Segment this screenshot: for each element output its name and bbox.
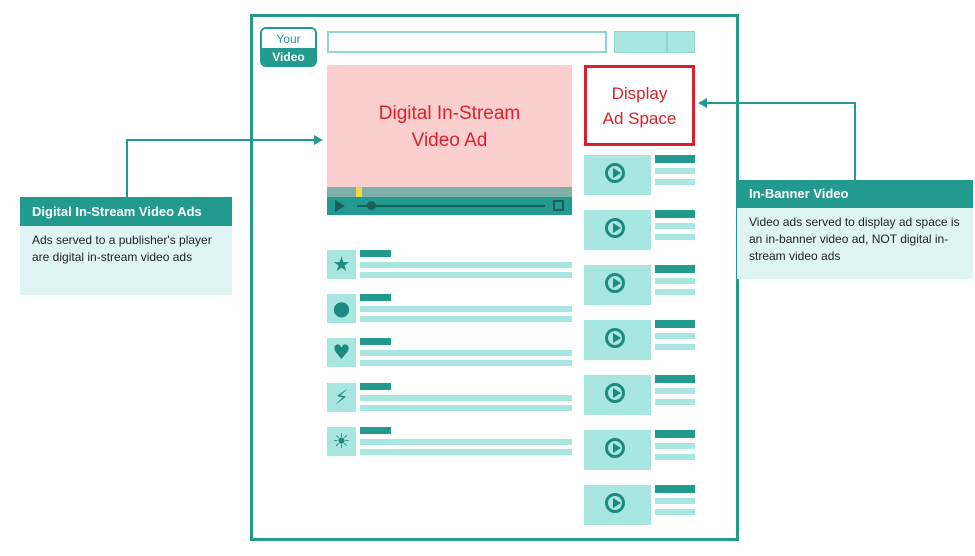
play-circle-icon bbox=[605, 328, 625, 348]
list-title-bar bbox=[360, 338, 391, 345]
thumb-text-bar bbox=[655, 399, 695, 405]
play-circle-icon bbox=[605, 163, 625, 183]
left-callout-body: Ads served to a publisher's player are d… bbox=[20, 226, 232, 295]
left-connector-vertical bbox=[126, 140, 128, 197]
list-text-bar bbox=[360, 360, 572, 366]
video-thumbnail[interactable] bbox=[584, 485, 651, 525]
list-text-bar bbox=[360, 405, 572, 411]
list-text-bar bbox=[360, 350, 572, 356]
thumb-text-bar bbox=[655, 179, 695, 185]
list-title-bar bbox=[360, 427, 391, 434]
thumb-title-bar bbox=[655, 265, 695, 273]
progress-marker bbox=[356, 187, 362, 197]
display-ad-space: Display Ad Space bbox=[584, 65, 695, 146]
video-thumbnail[interactable] bbox=[584, 210, 651, 250]
list-text-bar bbox=[360, 439, 572, 445]
thumb-title-bar bbox=[655, 485, 695, 493]
thumb-text-bar bbox=[655, 344, 695, 350]
play-circle-icon bbox=[605, 218, 625, 238]
thumb-text-bar bbox=[655, 289, 695, 295]
progress-strip[interactable] bbox=[327, 187, 572, 197]
star-icon: ★ bbox=[327, 250, 356, 279]
list-title-bar bbox=[360, 383, 391, 390]
fullscreen-icon[interactable] bbox=[553, 200, 564, 211]
list-text-bar bbox=[360, 306, 572, 312]
thumb-title-bar bbox=[655, 430, 695, 438]
list-text-bar bbox=[360, 395, 572, 401]
thumb-text-bar bbox=[655, 443, 695, 449]
video-ad-line2: Video Ad bbox=[411, 130, 488, 151]
thumb-text-bar bbox=[655, 278, 695, 284]
video-ad-line1: Digital In-Stream bbox=[378, 103, 521, 124]
play-circle-icon bbox=[605, 493, 625, 513]
thumb-text-bar bbox=[655, 333, 695, 339]
your-video-logo: Your Video bbox=[260, 27, 317, 67]
heart-icon: ♥ bbox=[327, 338, 356, 367]
video-thumbnail[interactable] bbox=[584, 430, 651, 470]
play-circle-icon bbox=[605, 383, 625, 403]
thumb-title-bar bbox=[655, 320, 695, 328]
right-callout-body: Video ads served to display ad space is … bbox=[737, 208, 973, 279]
sun-icon: ☀ bbox=[327, 427, 356, 456]
right-connector-horizontal bbox=[706, 102, 856, 104]
nav-button-1[interactable] bbox=[614, 31, 667, 53]
left-connector-horizontal bbox=[126, 139, 316, 141]
list-text-bar bbox=[360, 272, 572, 278]
video-thumbnail[interactable] bbox=[584, 265, 651, 305]
play-circle-icon bbox=[605, 438, 625, 458]
video-thumbnail[interactable] bbox=[584, 320, 651, 360]
right-callout-title: In-Banner Video bbox=[737, 180, 973, 208]
thumb-text-bar bbox=[655, 509, 695, 515]
thumb-text-bar bbox=[655, 234, 695, 240]
logo-line2: Video bbox=[262, 48, 315, 65]
video-thumbnail[interactable] bbox=[584, 155, 651, 195]
list-text-bar bbox=[360, 316, 572, 322]
right-callout: In-Banner Video Video ads served to disp… bbox=[737, 180, 973, 279]
left-arrow-head bbox=[314, 135, 323, 145]
lightning-icon: ⚡ bbox=[327, 383, 356, 412]
bubbles-icon: ● bbox=[327, 294, 356, 323]
left-callout-title: Digital In-Stream Video Ads bbox=[20, 197, 232, 226]
search-bar[interactable] bbox=[327, 31, 607, 53]
thumb-title-bar bbox=[655, 210, 695, 218]
video-thumbnail[interactable] bbox=[584, 375, 651, 415]
list-text-bar bbox=[360, 262, 572, 268]
display-ad-line2: Ad Space bbox=[602, 109, 677, 128]
display-ad-line1: Display bbox=[611, 84, 668, 103]
seek-handle[interactable] bbox=[367, 201, 376, 210]
nav-button-2[interactable] bbox=[667, 31, 695, 53]
right-connector-vertical bbox=[854, 102, 856, 180]
thumb-text-bar bbox=[655, 223, 695, 229]
seek-bar[interactable] bbox=[357, 205, 545, 207]
play-circle-icon bbox=[605, 273, 625, 293]
play-icon[interactable] bbox=[335, 200, 345, 212]
logo-line1: Your bbox=[262, 29, 315, 48]
thumb-text-bar bbox=[655, 454, 695, 460]
thumb-title-bar bbox=[655, 375, 695, 383]
thumb-title-bar bbox=[655, 155, 695, 163]
list-text-bar bbox=[360, 449, 572, 455]
thumb-text-bar bbox=[655, 498, 695, 504]
left-callout: Digital In-Stream Video Ads Ads served t… bbox=[20, 197, 232, 295]
thumb-text-bar bbox=[655, 168, 695, 174]
right-arrow-head bbox=[698, 98, 707, 108]
list-title-bar bbox=[360, 294, 391, 301]
control-bar bbox=[327, 197, 572, 215]
list-title-bar bbox=[360, 250, 391, 257]
thumb-text-bar bbox=[655, 388, 695, 394]
